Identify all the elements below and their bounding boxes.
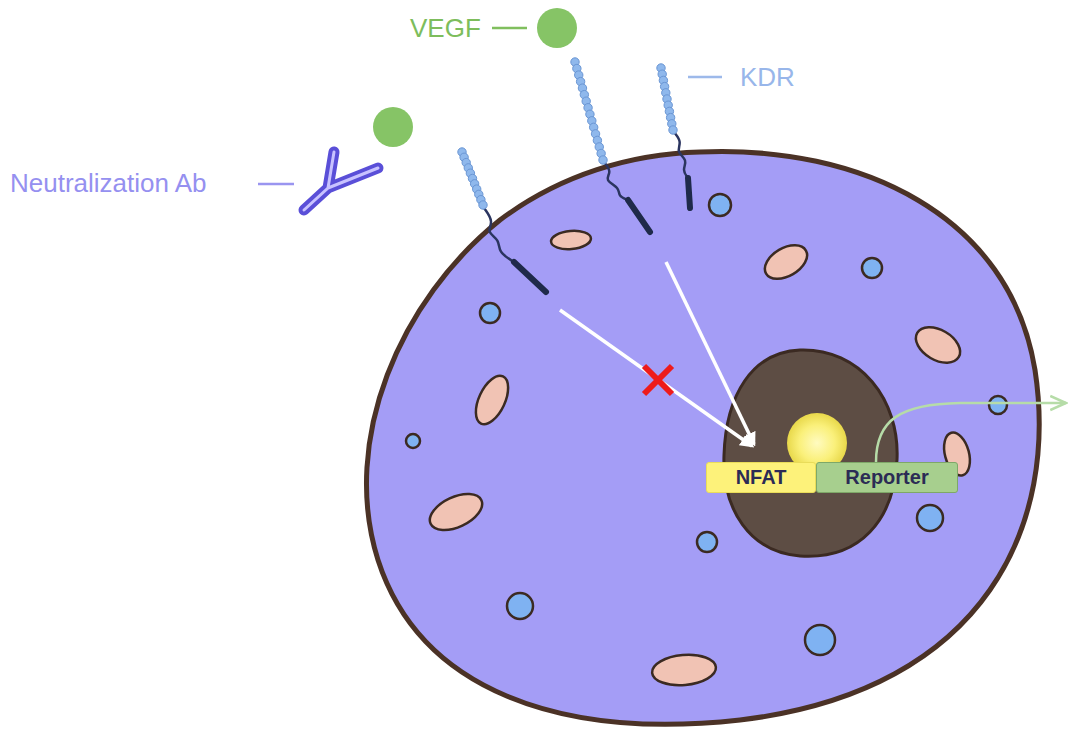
transcription-factor-box: NFAT [706,462,816,493]
vegf-ligand [537,8,577,48]
kdr-receptors [458,58,690,292]
receptor-linker [604,162,628,200]
nucleus [724,350,897,556]
receptor-linker [674,132,688,178]
reporter-box: Reporter [816,462,958,493]
receptor-kinase [514,262,546,292]
output-arrow [876,403,1066,462]
receptor-linker [484,208,514,262]
receptor-domain [599,156,607,164]
receptor-domain [669,126,677,134]
part-label: Neutralization Ab [10,168,207,198]
receptor-kinase [628,200,650,232]
part-label: VEGF [410,13,481,43]
vegf-ligand [373,107,413,147]
part-label: KDR [740,62,795,92]
block-cross [644,366,672,394]
receptor-domain [479,201,487,209]
organelles [406,194,1007,688]
antibody [304,152,378,210]
leader-lines [258,28,722,184]
node-text: NFAT [736,466,787,489]
antibody-inner [304,152,378,210]
signal-arrows [560,262,754,446]
receptor-kinase [688,178,690,208]
cell-membrane [366,152,1039,725]
node-text: Reporter [845,466,928,489]
